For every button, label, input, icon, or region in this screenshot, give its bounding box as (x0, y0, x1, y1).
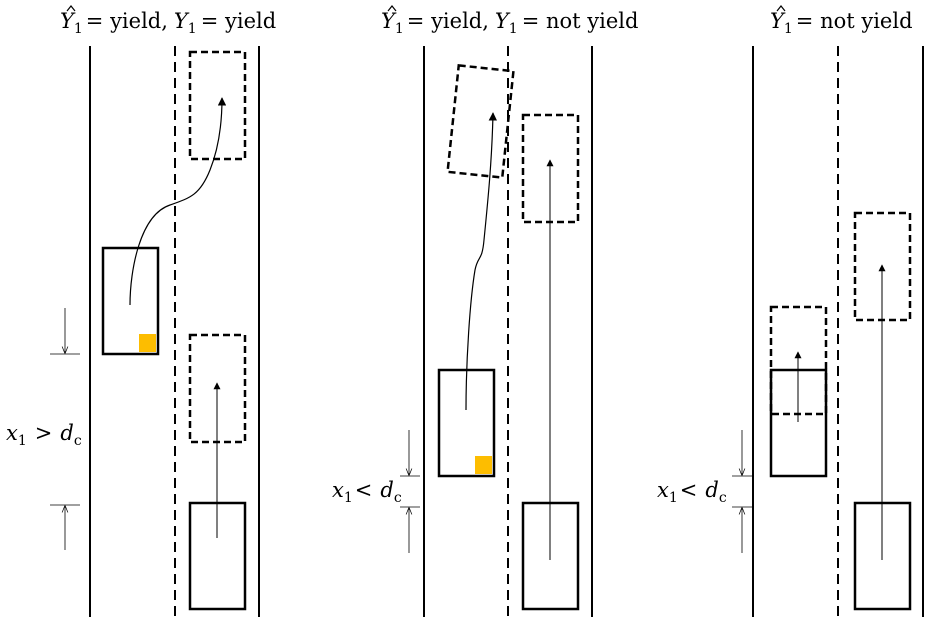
panel-right-title: Y1= not yield (770, 9, 913, 37)
panel-middle-title: Y1= yield,Y1= not yield (381, 9, 638, 37)
panel-left-title: Y1= yield,Y1= yield (60, 9, 276, 37)
title-hat (66, 5, 76, 12)
ego-indicator (139, 334, 156, 352)
ego-vehicle (101, 246, 160, 356)
distance-label-right: x1<dc (657, 478, 727, 506)
ego-future-vehicle (188, 50, 247, 161)
title-hat (387, 5, 397, 12)
ego-future-vehicle (446, 64, 515, 179)
panel-left: Y1= yield,Y1= yield x1>dc (6, 5, 276, 617)
title-hat (776, 5, 786, 12)
panel-right: Y1= not yield x1<dc (657, 5, 924, 617)
ego-indicator (475, 456, 492, 474)
ego-trajectory (129, 97, 227, 306)
ego-trajectory (465, 112, 498, 411)
distance-label-left: x1>dc (6, 421, 82, 449)
distance-label-middle: x1<dc (332, 478, 402, 506)
panel-middle: Y1= yield,Y1= not yield x1<dc (332, 5, 638, 617)
